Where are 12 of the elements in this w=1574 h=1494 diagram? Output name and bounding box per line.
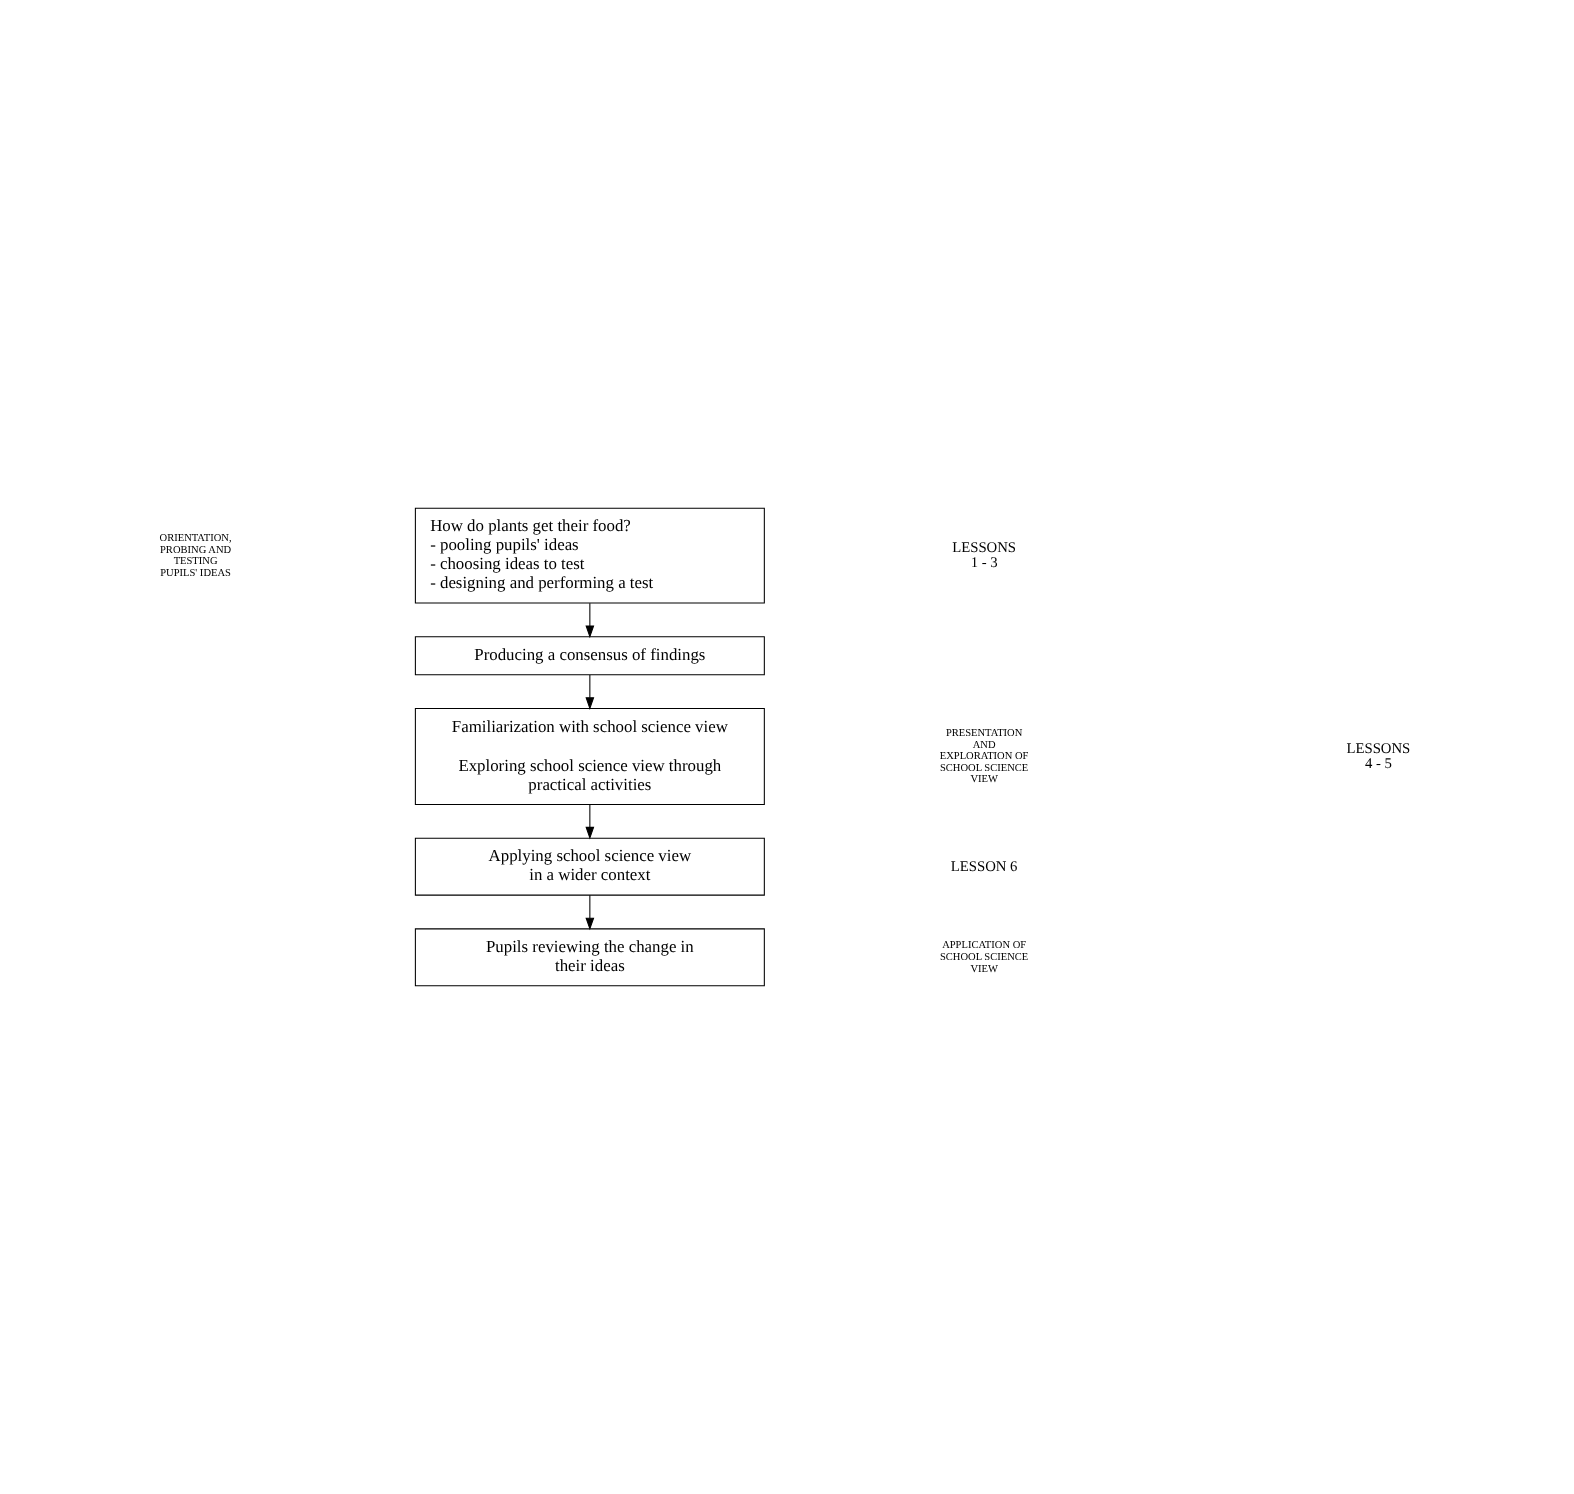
node-box: Familiarization with school science view Exploring school science view through practical activities — [414, 708, 765, 805]
node-box: Pupils reviewing the change in their ideas — [414, 928, 765, 987]
arrow — [585, 804, 595, 840]
arrow — [585, 602, 595, 639]
label: LESSON 6 — [950, 856, 1018, 875]
node-box: Producing a consensus of findings — [414, 636, 765, 676]
label: LESSONS 4 - 5 — [1346, 738, 1411, 773]
arrow — [585, 674, 595, 710]
node-box: How do plants get their food? - pooling pupils' ideas - choosing ideas to test - designing and performing a test — [414, 507, 765, 604]
node-box: Applying school science view in a wider context — [414, 837, 765, 896]
arrow — [585, 894, 595, 931]
label: LESSONS 1 - 3 — [952, 537, 1017, 572]
